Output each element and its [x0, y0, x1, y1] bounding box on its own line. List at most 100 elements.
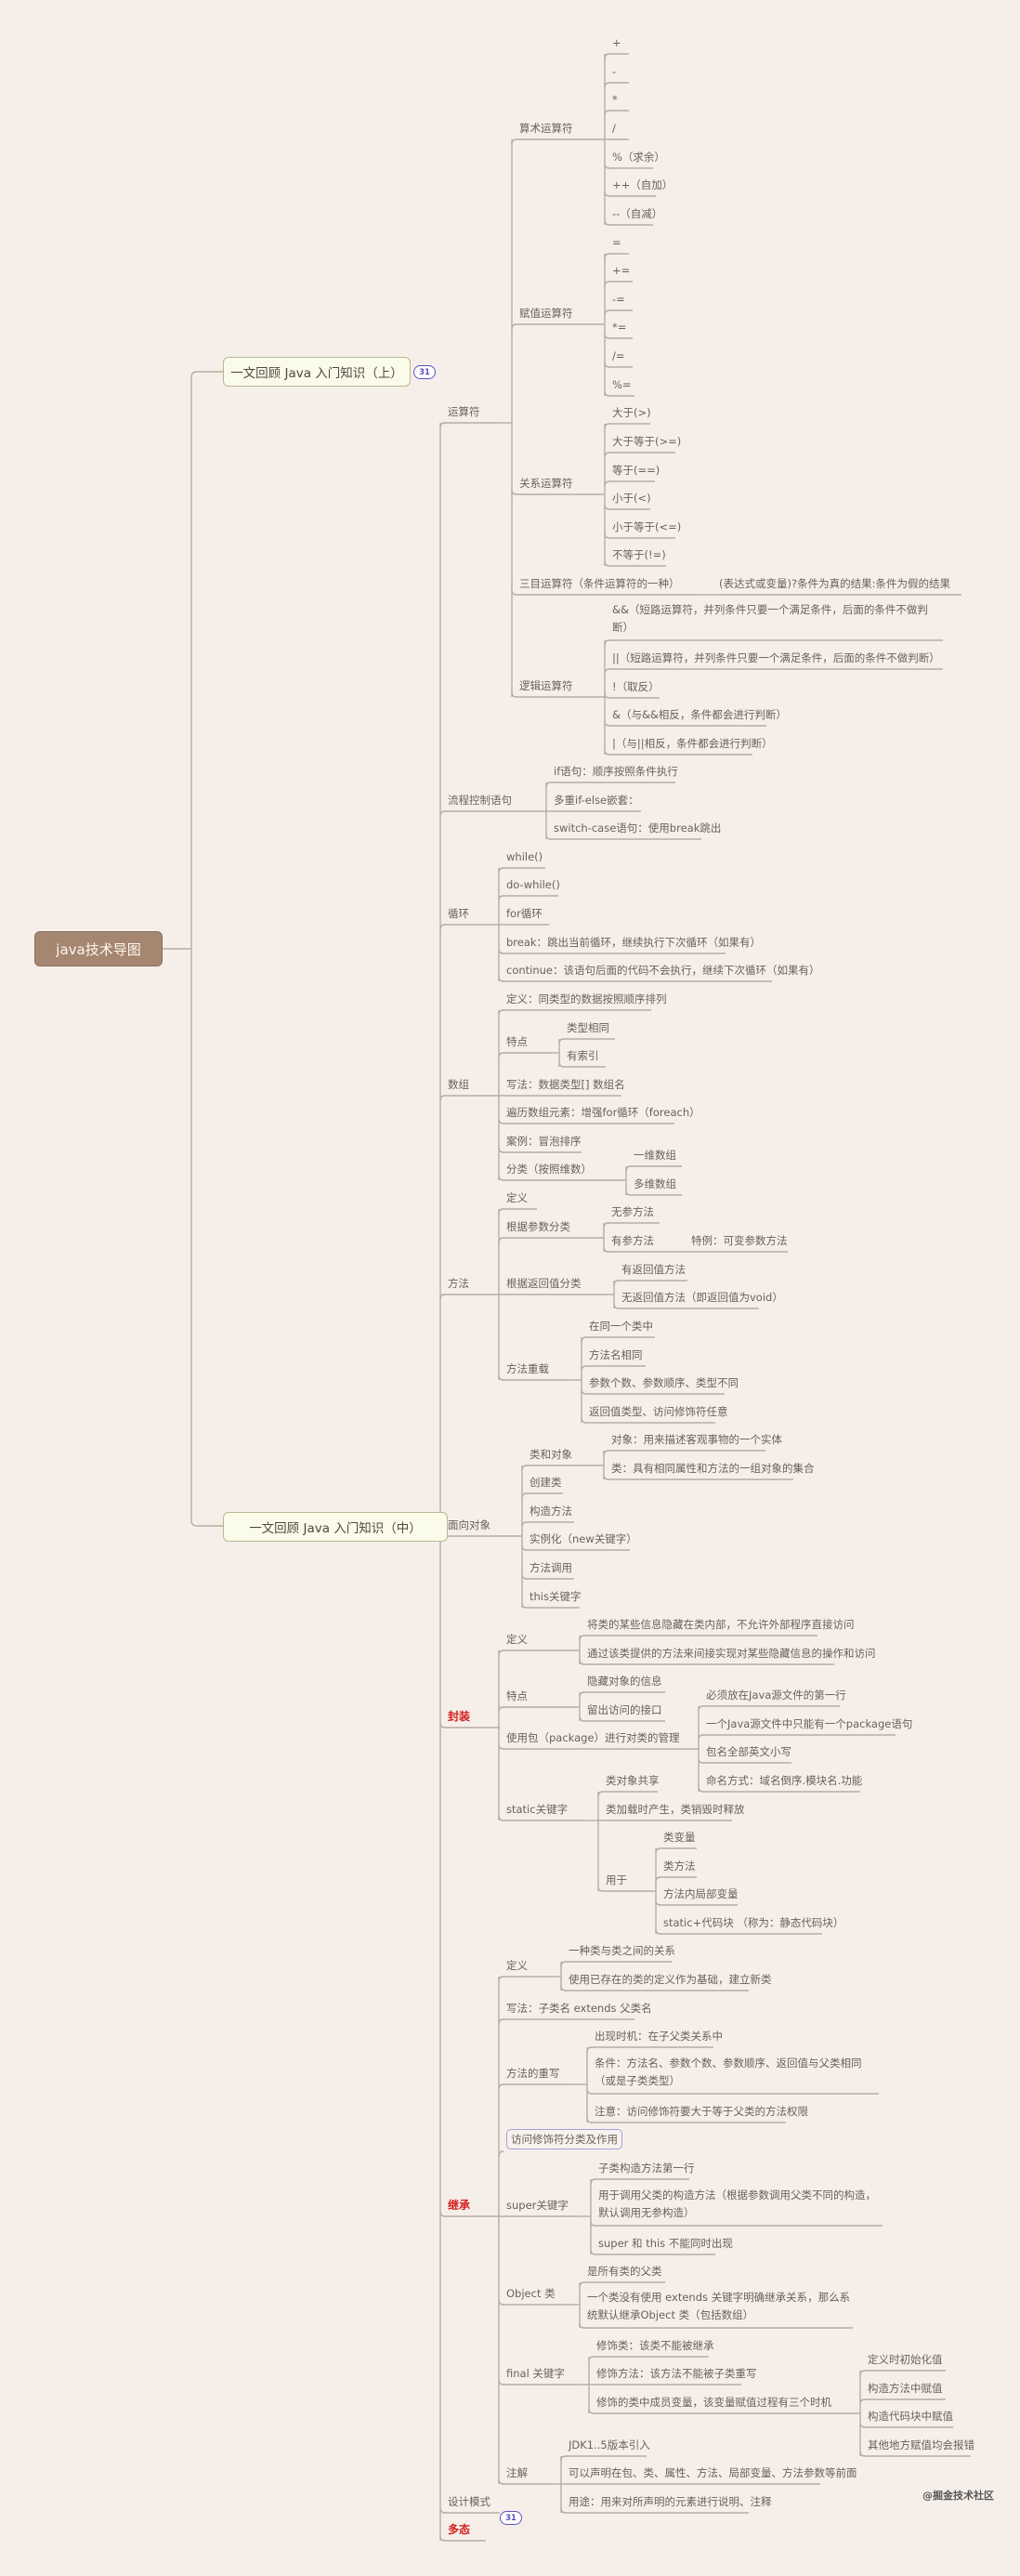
mindmap-node[interactable]: for循环	[506, 907, 543, 920]
mindmap-node[interactable]: do-while()	[506, 878, 560, 891]
mindmap-node[interactable]: 通过该类提供的方法来间接实现对某些隐藏信息的操作和访问	[587, 1647, 876, 1660]
mindmap-node[interactable]: 三目运算符（条件运算符的一种）	[519, 577, 680, 590]
mindmap-node[interactable]: 留出访问的接口	[587, 1703, 662, 1716]
mindmap-node[interactable]: *=	[612, 321, 627, 334]
mindmap-node[interactable]: 定义	[506, 1959, 528, 1972]
mindmap-node[interactable]: 返回值类型、访问修饰符任意	[589, 1405, 728, 1418]
mindmap-node[interactable]: super 和 this 不能同时出现	[598, 2237, 733, 2250]
mindmap-node[interactable]: +=	[612, 264, 631, 277]
mindmap-node[interactable]: --（自减）	[612, 207, 663, 220]
mindmap-node[interactable]: 特例：可变参数方法	[691, 1234, 788, 1247]
mindmap-node[interactable]: JDK1..5版本引入	[569, 2438, 650, 2451]
mindmap-node[interactable]: 有参方法	[611, 1234, 654, 1247]
mindmap-node[interactable]: 注意：访问修饰符要大于等于父类的方法权限	[595, 2105, 808, 2118]
topic-node-java-basics-part1[interactable]: 一文回顾 Java 入门知识（上）	[223, 357, 411, 387]
mindmap-node[interactable]: 访问修饰符分类及作用	[506, 2129, 622, 2149]
mindmap-node[interactable]: 方法内局部变量	[663, 1887, 739, 1900]
mindmap-node[interactable]: 写法：数据类型[] 数组名	[506, 1078, 625, 1091]
mindmap-node[interactable]: =	[612, 236, 621, 249]
mindmap-node[interactable]: Object 类	[506, 2287, 556, 2300]
mindmap-node[interactable]: 定义时初始化值	[868, 2353, 943, 2366]
mindmap-node[interactable]: 运算符	[448, 405, 480, 418]
mindmap-node[interactable]: 类变量	[663, 1831, 696, 1844]
mindmap-node[interactable]: 特点	[506, 1689, 528, 1702]
mindmap-node[interactable]: 隐藏对象的信息	[587, 1675, 662, 1688]
mindmap-node[interactable]: 使用已存在的类的定义作为基础，建立新类	[569, 1973, 772, 1986]
mindmap-node[interactable]: 等于(==)	[612, 464, 660, 477]
mindmap-node[interactable]: 方法名相同	[589, 1348, 643, 1361]
mindmap-node[interactable]: 定义	[506, 1633, 528, 1646]
mindmap-node[interactable]: 分类（按照维数）	[506, 1163, 592, 1176]
mindmap-node[interactable]: 类和对象	[530, 1448, 572, 1461]
mindmap-node[interactable]: 有索引	[567, 1049, 599, 1062]
mindmap-node[interactable]: 循环	[448, 907, 469, 920]
mindmap-node[interactable]: 定义：同类型的数据按照顺序排列	[506, 992, 667, 1005]
mindmap-node[interactable]: 逻辑运算符	[519, 679, 573, 692]
mindmap-node[interactable]: 使用包（package）进行对类的管理	[506, 1731, 680, 1744]
mindmap-node[interactable]: 其他地方赋值均会报错	[868, 2438, 974, 2451]
mindmap-node[interactable]: 设计模式	[448, 2495, 490, 2508]
collapsed-count-badge[interactable]: 31	[413, 365, 436, 379]
mindmap-node[interactable]: 对象：用来描述客观事物的一个实体	[611, 1433, 782, 1446]
mindmap-node[interactable]: 修饰的类中成员变量，该变量赋值过程有三个时机	[596, 2396, 831, 2409]
mindmap-node[interactable]: 类加载时产生，类销毁时释放	[606, 1803, 745, 1816]
mindmap-node[interactable]: 继承	[448, 2199, 471, 2212]
mindmap-node[interactable]: &&（短路运算符，并列条件只要一个满足条件，后面的条件不做判断）	[612, 603, 928, 634]
mindmap-node[interactable]: 包名全部英文小写	[706, 1745, 791, 1758]
mindmap-node[interactable]: 多态	[448, 2523, 471, 2536]
mindmap-node[interactable]: 将类的某些信息隐藏在类内部，不允许外部程序直接访问	[587, 1618, 855, 1631]
mindmap-node[interactable]: ++（自加）	[612, 178, 673, 191]
mindmap-node[interactable]: 修饰方法：该方法不能被子类重写	[596, 2367, 757, 2380]
mindmap-node[interactable]: 封装	[448, 1710, 471, 1723]
mindmap-node[interactable]: static+代码块 （称为：静态代码块）	[663, 1916, 844, 1929]
mindmap-node[interactable]: 类：具有相同属性和方法的一组对象的集合	[611, 1462, 815, 1475]
mindmap-node[interactable]: 子类构造方法第一行	[598, 2162, 695, 2175]
mindmap-node[interactable]: 类方法	[663, 1860, 696, 1873]
mindmap-node[interactable]: if语句：顺序按照条件执行	[554, 765, 678, 778]
mindmap-node[interactable]: this关键字	[530, 1590, 582, 1603]
mindmap-node[interactable]: 面向对象	[448, 1518, 490, 1531]
mindmap-node[interactable]: 可以声明在包、类、属性、方法、局部变量、方法参数等前面	[569, 2466, 857, 2479]
mindmap-node[interactable]: -=	[612, 293, 625, 306]
mindmap-node[interactable]: 修饰类：该类不能被继承	[596, 2339, 714, 2352]
mindmap-node[interactable]: 方法的重写	[506, 2067, 560, 2080]
mindmap-node[interactable]: 条件：方法名、参数个数、参数顺序、返回值与父类相同（或是子类类型）	[595, 2057, 862, 2087]
mindmap-node[interactable]: 在同一个类中	[589, 1320, 653, 1333]
mindmap-node[interactable]: 多维数组	[634, 1177, 676, 1190]
mindmap-node[interactable]: 创建类	[530, 1476, 562, 1489]
mindmap-node[interactable]: 实例化（new关键字）	[530, 1532, 637, 1545]
mindmap-node[interactable]: 大于等于(>=)	[612, 435, 682, 448]
mindmap-node[interactable]: &（与&&相反，条件都会进行判断）	[612, 708, 787, 721]
mindmap-node[interactable]: 构造方法中赋值	[868, 2382, 943, 2395]
mindmap-node[interactable]: 是所有类的父类	[587, 2265, 662, 2278]
mindmap-node[interactable]: 一个类没有使用 extends 关键字明确继承关系，那么系统默认继承Object…	[587, 2291, 851, 2321]
mindmap-node[interactable]: 方法调用	[530, 1561, 572, 1574]
mindmap-node[interactable]: 构造方法	[530, 1505, 572, 1518]
mindmap-node[interactable]: 无返回值方法（即返回值为void）	[621, 1291, 783, 1304]
mindmap-node[interactable]: 参数个数、参数顺序、类型不同	[589, 1376, 739, 1389]
mindmap-node[interactable]: 一个Java源文件中只能有一个package语句	[706, 1717, 913, 1730]
collapsed-count-badge[interactable]: 31	[500, 2511, 522, 2525]
mindmap-node[interactable]: 方法	[448, 1277, 469, 1290]
mindmap-node[interactable]: break：跳出当前循环，继续执行下次循环（如果有）	[506, 936, 762, 949]
mindmap-node[interactable]: 出现时机：在子父类关系中	[595, 2030, 723, 2043]
mindmap-node[interactable]: /	[612, 122, 616, 135]
mindmap-node[interactable]: 根据参数分类	[506, 1220, 570, 1233]
mindmap-node[interactable]: 多重if-else嵌套：	[554, 794, 639, 807]
mindmap-node[interactable]: 算术运算符	[519, 122, 573, 135]
mindmap-node[interactable]: final 关键字	[506, 2367, 565, 2380]
topic-node-java-basics-part2[interactable]: 一文回顾 Java 入门知识（中）	[223, 1512, 448, 1542]
mindmap-node[interactable]: 案例：冒泡排序	[506, 1135, 582, 1148]
mindmap-node[interactable]: 用于	[606, 1873, 627, 1886]
mindmap-node[interactable]: 小于(<)	[612, 492, 651, 505]
mindmap-node[interactable]: 关系运算符	[519, 477, 573, 490]
mindmap-node[interactable]: 无参方法	[611, 1205, 654, 1218]
mindmap-node[interactable]: 注解	[506, 2466, 528, 2479]
mindmap-node[interactable]: %（求余）	[612, 151, 665, 164]
mindmap-node[interactable]: *	[612, 93, 618, 106]
mindmap-node[interactable]: 类型相同	[567, 1021, 609, 1034]
mindmap-node[interactable]: 不等于(!=)	[612, 548, 666, 561]
mindmap-node[interactable]: 有返回值方法	[621, 1263, 686, 1276]
mindmap-node[interactable]: 用途：用来对所声明的元素进行说明、注释	[569, 2495, 772, 2508]
mindmap-node[interactable]: !（取反）	[612, 680, 660, 693]
